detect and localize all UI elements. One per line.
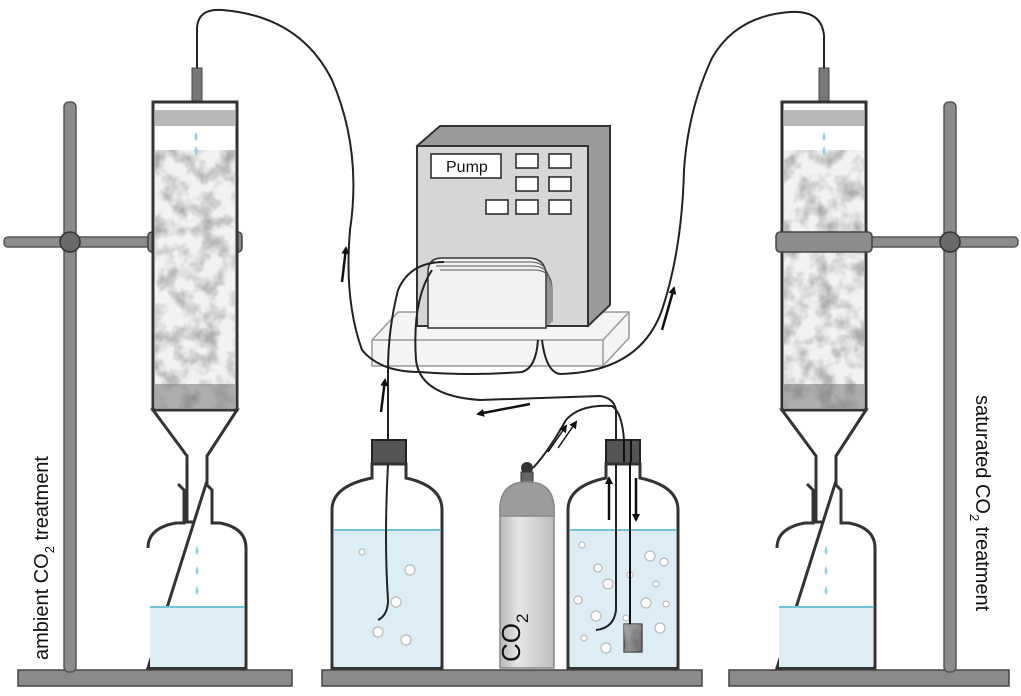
left-clamp-knob: [59, 231, 81, 253]
right-treatment-label: saturated CO2 treatment: [967, 395, 993, 612]
left-column-filter-top: [155, 110, 235, 126]
right-bottle-water: [570, 530, 676, 667]
right-column-funnel: [779, 408, 869, 524]
peristaltic-pump: Pump: [415, 125, 611, 329]
right-retort-stand: [728, 101, 1019, 687]
left-soil-column: [150, 67, 240, 524]
pump-display: [430, 153, 502, 179]
center-base: [321, 669, 703, 687]
left-flask-water: [150, 607, 244, 667]
left-bottle-cap: [371, 439, 407, 465]
flow-arrow-up-right: [660, 286, 677, 331]
right-stand-base: [728, 669, 1010, 687]
left-bottle-bubbles: [358, 548, 416, 646]
left-stand-rod: [63, 101, 77, 673]
tube-right-column: [541, 10, 825, 376]
co2-cylinder: CO2: [496, 462, 555, 669]
flow-arrow-left-bottle: [379, 378, 389, 413]
left-clamp-arm: [3, 236, 165, 248]
left-column-drops: [194, 132, 198, 155]
left-stand-base: [17, 669, 293, 687]
left-column-filter-bottom: [155, 384, 235, 408]
right-stand-rod: [943, 101, 957, 673]
cylinder-label: CO2: [496, 614, 532, 662]
left-column-funnel: [150, 408, 240, 524]
left-treatment-label: ambient CO2 treatment: [31, 456, 57, 660]
right-column-soil: [784, 150, 864, 408]
right-saturated-bottle: [566, 439, 680, 670]
right-clamp-arm: [857, 236, 1019, 248]
gas-line: [532, 404, 625, 469]
flow-arrow-up-left: [340, 246, 350, 283]
right-soil-column: [779, 67, 869, 524]
left-column-soil: [155, 150, 235, 408]
left-flask-drops: [195, 546, 199, 595]
left-collection-flask: [145, 481, 248, 670]
pump-label: Pump: [446, 159, 488, 176]
right-clamp: [775, 231, 873, 253]
tube-right-bottle-inside: [595, 464, 617, 631]
cylinder-valve: [521, 462, 533, 474]
pump-head-layers: [432, 261, 553, 326]
flow-arrows: [340, 246, 677, 522]
tube-right-bottle: [414, 269, 617, 440]
tube-left-bottle-inside: [377, 463, 390, 621]
pump-buttons: [485, 153, 572, 215]
pump-head: [427, 257, 547, 329]
flow-arrow-return: [476, 402, 531, 417]
tube-left-bottle: [387, 261, 445, 440]
gas-arrows: [547, 420, 578, 453]
right-collection-flask: [774, 481, 877, 670]
tubing: [196, 8, 825, 631]
left-column-outlet: [191, 67, 203, 103]
right-clamp-knob: [939, 231, 961, 253]
tube-left-column: [196, 8, 539, 375]
